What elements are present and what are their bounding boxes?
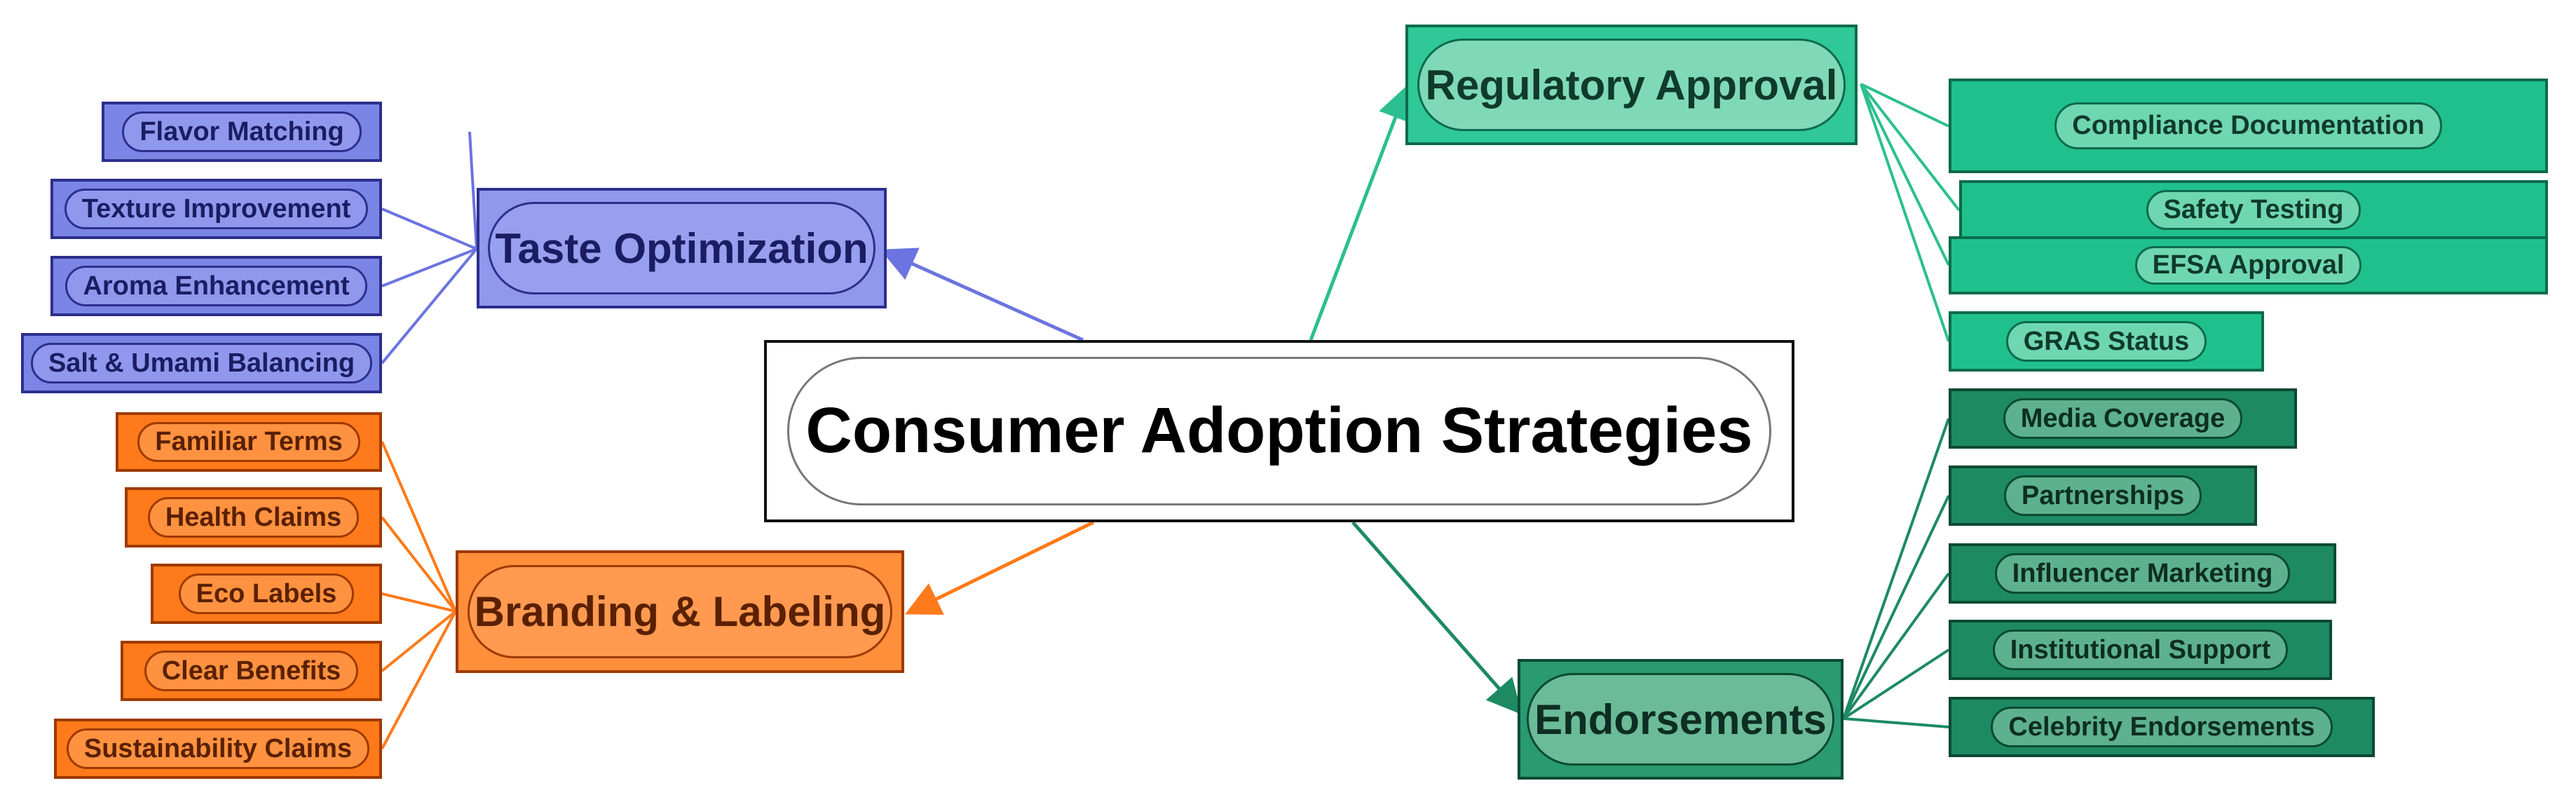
partnerships-label: Partnerships xyxy=(2003,475,2202,516)
edge-end-celebrity xyxy=(1843,717,1949,728)
sustainability-claims-label: Sustainability Claims xyxy=(66,728,370,769)
edge-root-taste xyxy=(880,247,1084,342)
edge-reg-safety xyxy=(1860,83,1961,212)
edge-taste-flavor xyxy=(468,131,478,250)
aroma-enhancement-node[interactable]: Aroma Enhancement xyxy=(50,256,382,316)
flavor-matching-label: Flavor Matching xyxy=(122,111,362,152)
endorsements-node[interactable]: Endorsements xyxy=(1518,659,1844,780)
gras-status-node[interactable]: GRAS Status xyxy=(1949,311,2264,372)
celebrity-endorsements-label: Celebrity Endorsements xyxy=(1991,707,2333,747)
compliance-documentation-node[interactable]: Compliance Documentation xyxy=(1949,79,2548,173)
efsa-approval-node[interactable]: EFSA Approval xyxy=(1949,236,2548,294)
edge-root-endorsements xyxy=(1351,521,1522,715)
clear-benefits-label: Clear Benefits xyxy=(144,651,359,691)
clear-benefits-node[interactable]: Clear Benefits xyxy=(121,641,382,701)
edge-reg-compliance xyxy=(1860,83,1949,128)
root-label: Consumer Adoption Strategies xyxy=(787,357,1771,505)
influencer-marketing-node[interactable]: Influencer Marketing xyxy=(1949,543,2336,604)
salt-umami-balancing-label: Salt & Umami Balancing xyxy=(30,343,373,383)
health-claims-label: Health Claims xyxy=(147,497,360,538)
edge-taste-salt xyxy=(381,247,478,365)
eco-labels-node[interactable]: Eco Labels xyxy=(151,564,382,624)
edge-branding-health xyxy=(381,516,457,613)
institutional-support-label: Institutional Support xyxy=(1992,630,2289,670)
root-node[interactable]: Consumer Adoption Strategies xyxy=(764,340,1794,522)
edge-root-regulatory xyxy=(1309,84,1412,341)
edge-root-branding xyxy=(905,520,1095,615)
influencer-marketing-label: Influencer Marketing xyxy=(1994,553,2291,594)
edge-branding-sustain xyxy=(381,611,457,749)
edge-end-influencer xyxy=(1842,572,1950,720)
edge-branding-familiar xyxy=(381,441,457,612)
taste-optimization-node[interactable]: Taste Optimization xyxy=(477,188,887,308)
media-coverage-label: Media Coverage xyxy=(2003,398,2243,439)
edge-taste-aroma xyxy=(381,247,477,287)
celebrity-endorsements-node[interactable]: Celebrity Endorsements xyxy=(1949,697,2375,757)
safety-testing-label: Safety Testing xyxy=(2146,190,2362,230)
eco-labels-label: Eco Labels xyxy=(178,573,355,614)
texture-improvement-node[interactable]: Texture Improvement xyxy=(50,179,382,239)
edge-reg-gras xyxy=(1860,83,1950,342)
institutional-support-node[interactable]: Institutional Support xyxy=(1949,620,2332,680)
edge-reg-efsa xyxy=(1860,83,1950,266)
edge-branding-eco xyxy=(381,592,456,613)
branding-labeling-node[interactable]: Branding & Labeling xyxy=(456,550,904,673)
taste-optimization-label: Taste Optimization xyxy=(487,202,876,294)
regulatory-approval-label: Regulatory Approval xyxy=(1417,39,1846,131)
efsa-approval-label: EFSA Approval xyxy=(2134,245,2362,285)
regulatory-approval-node[interactable]: Regulatory Approval xyxy=(1405,25,1858,145)
familiar-terms-label: Familiar Terms xyxy=(137,422,360,462)
edge-end-partners xyxy=(1842,495,1950,719)
media-coverage-node[interactable]: Media Coverage xyxy=(1949,388,2297,449)
branding-labeling-label: Branding & Labeling xyxy=(467,564,893,659)
aroma-enhancement-label: Aroma Enhancement xyxy=(65,266,367,306)
endorsements-label: Endorsements xyxy=(1527,673,1834,766)
flavor-matching-node[interactable]: Flavor Matching xyxy=(102,102,382,162)
safety-testing-node[interactable]: Safety Testing xyxy=(1959,180,2548,240)
salt-umami-balancing-node[interactable]: Salt & Umami Balancing xyxy=(21,333,382,393)
edge-taste-texture xyxy=(381,208,477,250)
partnerships-node[interactable]: Partnerships xyxy=(1949,465,2257,526)
familiar-terms-node[interactable]: Familiar Terms xyxy=(116,412,382,472)
texture-improvement-label: Texture Improvement xyxy=(64,189,369,229)
edge-branding-clear xyxy=(381,610,457,672)
sustainability-claims-node[interactable]: Sustainability Claims xyxy=(54,719,382,779)
compliance-documentation-label: Compliance Documentation xyxy=(2054,102,2442,149)
gras-status-label: GRAS Status xyxy=(2005,321,2207,362)
health-claims-node[interactable]: Health Claims xyxy=(125,487,382,548)
edge-end-media xyxy=(1842,418,1950,719)
edge-end-institutional xyxy=(1842,648,1950,720)
